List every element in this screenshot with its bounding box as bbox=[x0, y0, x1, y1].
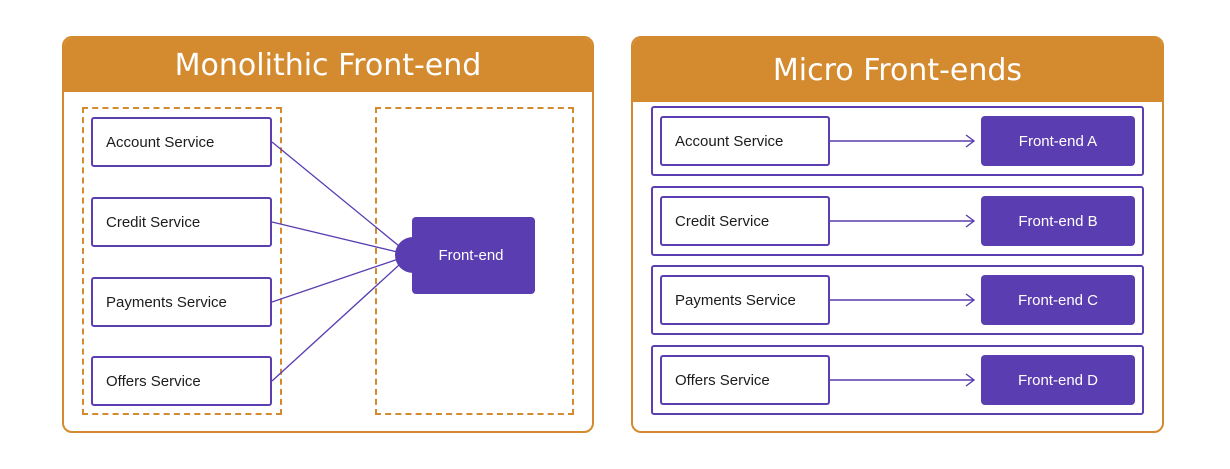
arrow bbox=[830, 214, 976, 228]
micro-title: Micro Front-ends bbox=[633, 38, 1162, 102]
mono-frontend-label: Front-end bbox=[438, 247, 503, 264]
micro-service-account: Account Service bbox=[660, 116, 830, 166]
arrow bbox=[830, 134, 976, 148]
micro-service-payments: Payments Service bbox=[660, 275, 830, 325]
mono-service-account: Account Service bbox=[91, 117, 272, 167]
mono-service-payments: Payments Service bbox=[91, 277, 272, 327]
monolithic-frontend-group bbox=[375, 107, 574, 415]
arrow bbox=[830, 373, 976, 387]
micro-frontend-a: Front-end A bbox=[981, 116, 1135, 166]
mono-frontend-block bbox=[412, 217, 535, 294]
micro-service-offers: Offers Service bbox=[660, 355, 830, 405]
micro-frontend-d: Front-end D bbox=[981, 355, 1135, 405]
arrow bbox=[830, 293, 976, 307]
micro-service-credit: Credit Service bbox=[660, 196, 830, 246]
mono-service-credit: Credit Service bbox=[91, 197, 272, 247]
connector-line bbox=[271, 254, 411, 382]
connector-line bbox=[271, 221, 411, 256]
mono-service-offers: Offers Service bbox=[91, 356, 272, 406]
monolithic-services-group bbox=[82, 107, 282, 415]
micro-frontend-c: Front-end C bbox=[981, 275, 1135, 325]
connector-line bbox=[271, 254, 411, 303]
connector-line bbox=[271, 141, 411, 256]
micro-frontend-b: Front-end B bbox=[981, 196, 1135, 246]
monolithic-title: Monolithic Front-end bbox=[64, 38, 592, 92]
